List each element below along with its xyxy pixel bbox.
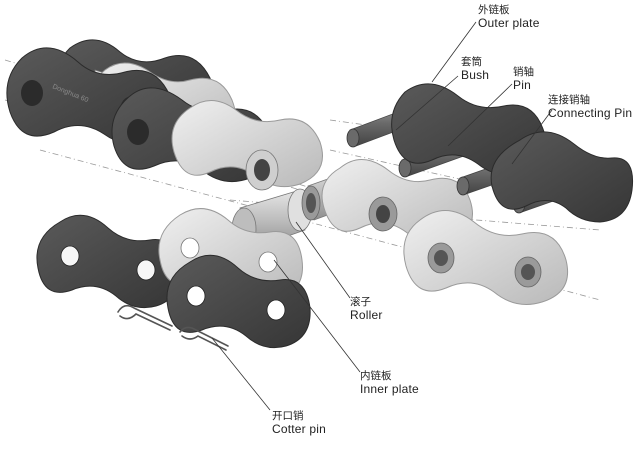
cotter-pins xyxy=(117,304,229,351)
middle-inner-plate xyxy=(171,100,323,191)
bottom-right-inner-plate xyxy=(403,210,568,305)
label-bush-zh: 套筒 xyxy=(461,56,482,68)
label-cotter-pin-en: Cotter pin xyxy=(272,422,327,436)
label-inner-plate: 内链板 Inner plate xyxy=(360,370,419,396)
label-cotter-pin-zh: 开口销 xyxy=(272,410,304,422)
label-pin-en: Pin xyxy=(513,78,531,92)
loose-outer-plate-left xyxy=(36,214,181,309)
label-outer-plate-zh: 外链板 xyxy=(478,4,510,16)
label-pin-zh: 销轴 xyxy=(513,66,534,78)
label-roller-zh: 滚子 xyxy=(350,296,371,308)
label-cotter-pin: 开口销 Cotter pin xyxy=(272,410,326,436)
label-bush: 套筒 Bush xyxy=(461,56,489,82)
label-roller: 滚子 Roller xyxy=(350,296,383,322)
label-connecting-pin: 连接销轴 Connecting Pin xyxy=(548,94,632,120)
leader-lines xyxy=(211,21,553,411)
label-outer-plate: 外链板 Outer plate xyxy=(478,4,540,30)
label-connecting-pin-zh: 连接销轴 xyxy=(548,94,590,106)
loose-outer-plate-middle xyxy=(166,254,311,349)
label-roller-en: Roller xyxy=(350,308,383,322)
label-outer-plate-en: Outer plate xyxy=(478,16,540,30)
label-pin: 销轴 Pin xyxy=(513,66,534,92)
label-connecting-pin-en: Connecting Pin xyxy=(548,106,633,120)
label-inner-plate-zh: 内链板 xyxy=(360,370,392,382)
connecting-outer-plate xyxy=(490,131,634,223)
label-inner-plate-en: Inner plate xyxy=(360,382,419,396)
label-bush-en: Bush xyxy=(461,68,490,82)
